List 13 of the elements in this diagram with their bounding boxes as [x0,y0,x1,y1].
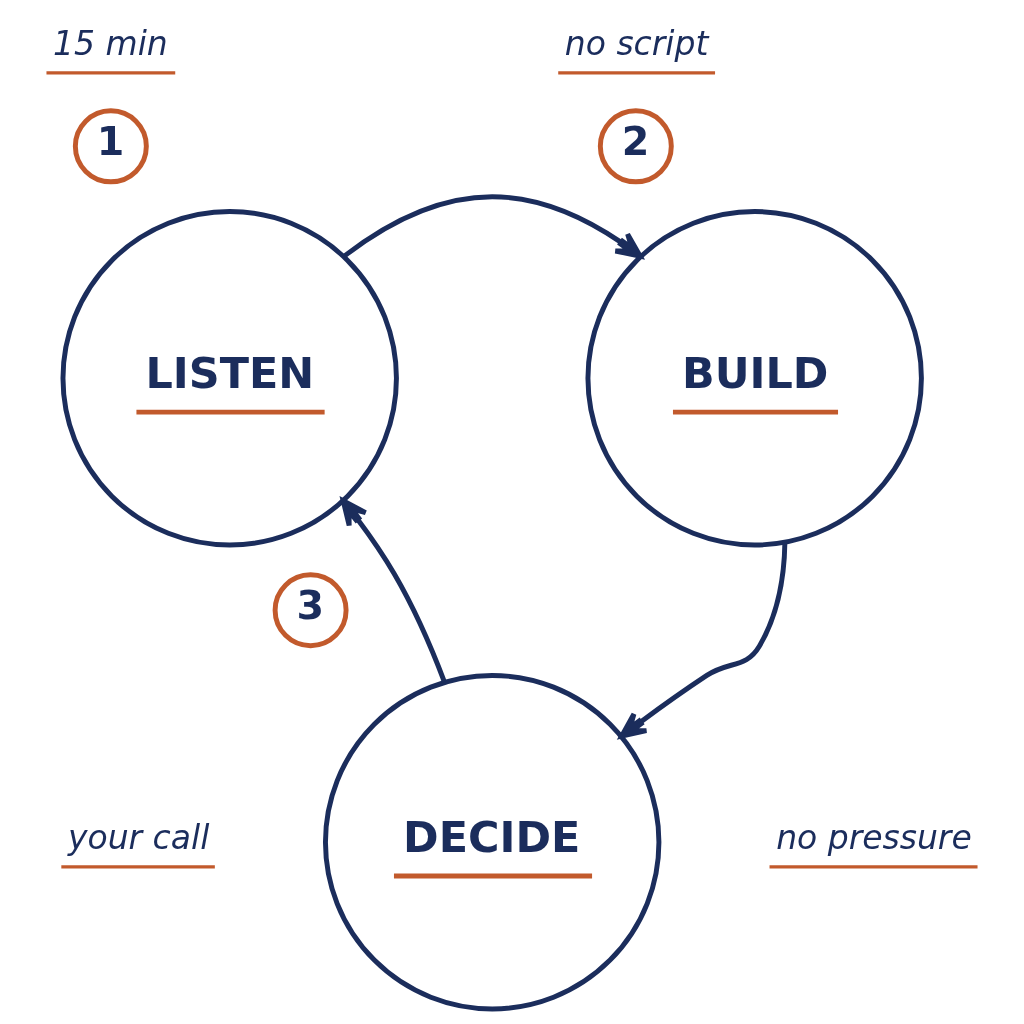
label: your call [67,817,210,857]
node-circle: BUILD [585,209,924,548]
arrow [342,194,643,259]
arrow [340,498,447,683]
node-circle: 3 [272,572,349,649]
label: no script [564,23,709,63]
node-circle: DECIDE [322,672,662,1012]
arrow [619,542,788,739]
node-circle: LISTEN [60,209,399,548]
node-circle: 1 [72,108,149,185]
node-circle: 2 [597,108,674,185]
label: 15 min [53,23,168,63]
label: no pressure [776,817,972,857]
